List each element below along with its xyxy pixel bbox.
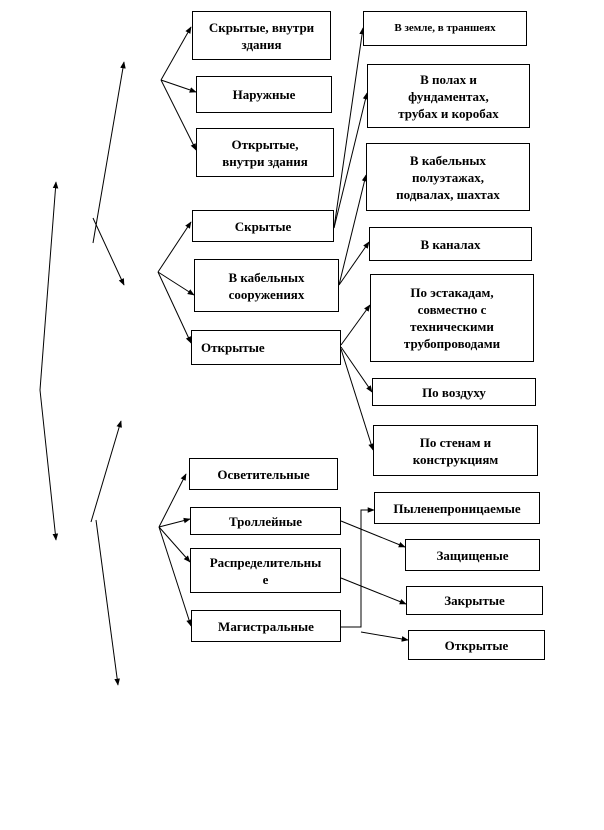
node-cable-floors-basements: В кабельных полуэтажах, подвалах, шахтах	[366, 143, 530, 211]
node-lighting: Осветительные	[189, 458, 338, 490]
connector	[333, 27, 365, 229]
node-protected: Защищеные	[405, 539, 540, 571]
connector	[158, 473, 187, 528]
node-trolley: Троллейные	[190, 507, 341, 535]
node-open: Открытые	[191, 330, 341, 365]
connector	[158, 526, 191, 563]
connector	[338, 241, 370, 286]
node-cable-structures: В кабельных сооружениях	[194, 259, 339, 312]
connector	[157, 271, 195, 296]
node-dustproof: Пыленепроницаемые	[374, 492, 540, 524]
connector	[160, 79, 197, 151]
node-on-walls: По стенам и конструкциям	[373, 425, 538, 476]
node-hidden: Скрытые	[192, 210, 334, 242]
node-in-ground-trenches: В земле, в траншеях	[363, 11, 527, 46]
connector	[92, 61, 126, 244]
connector	[360, 631, 409, 642]
connector	[338, 174, 368, 286]
connector	[160, 26, 192, 81]
connector	[160, 79, 197, 93]
node-hidden-inside-building: Скрытые, внутри здания	[192, 11, 331, 60]
connector	[341, 507, 375, 628]
connector	[158, 517, 191, 528]
connector	[92, 217, 125, 286]
node-distribution: Распределительны е	[190, 548, 341, 593]
connector	[39, 389, 59, 541]
connector	[90, 420, 122, 523]
node-on-trestles: По эстакадам, совместно с техническими т…	[370, 274, 534, 362]
connector	[158, 526, 192, 627]
node-trunk: Магистральные	[191, 610, 341, 642]
connector	[157, 221, 192, 273]
node-in-channels: В каналах	[369, 227, 532, 261]
node-open-inside-building: Открытые, внутри здания	[196, 128, 334, 177]
node-outdoor: Наружные	[196, 76, 332, 113]
node-closed: Закрытые	[406, 586, 543, 615]
node-by-air: По воздуху	[372, 378, 536, 406]
connector	[340, 520, 406, 548]
connector	[95, 519, 120, 686]
node-in-floors-foundations: В полах и фундаментах, трубах и коробах	[367, 64, 530, 128]
node-open-type: Открытые	[408, 630, 545, 660]
connector	[340, 346, 373, 393]
connector	[340, 577, 407, 605]
connector	[340, 348, 374, 451]
connector	[333, 92, 369, 229]
connector	[340, 304, 371, 346]
connector	[39, 181, 59, 391]
connector	[157, 271, 192, 344]
